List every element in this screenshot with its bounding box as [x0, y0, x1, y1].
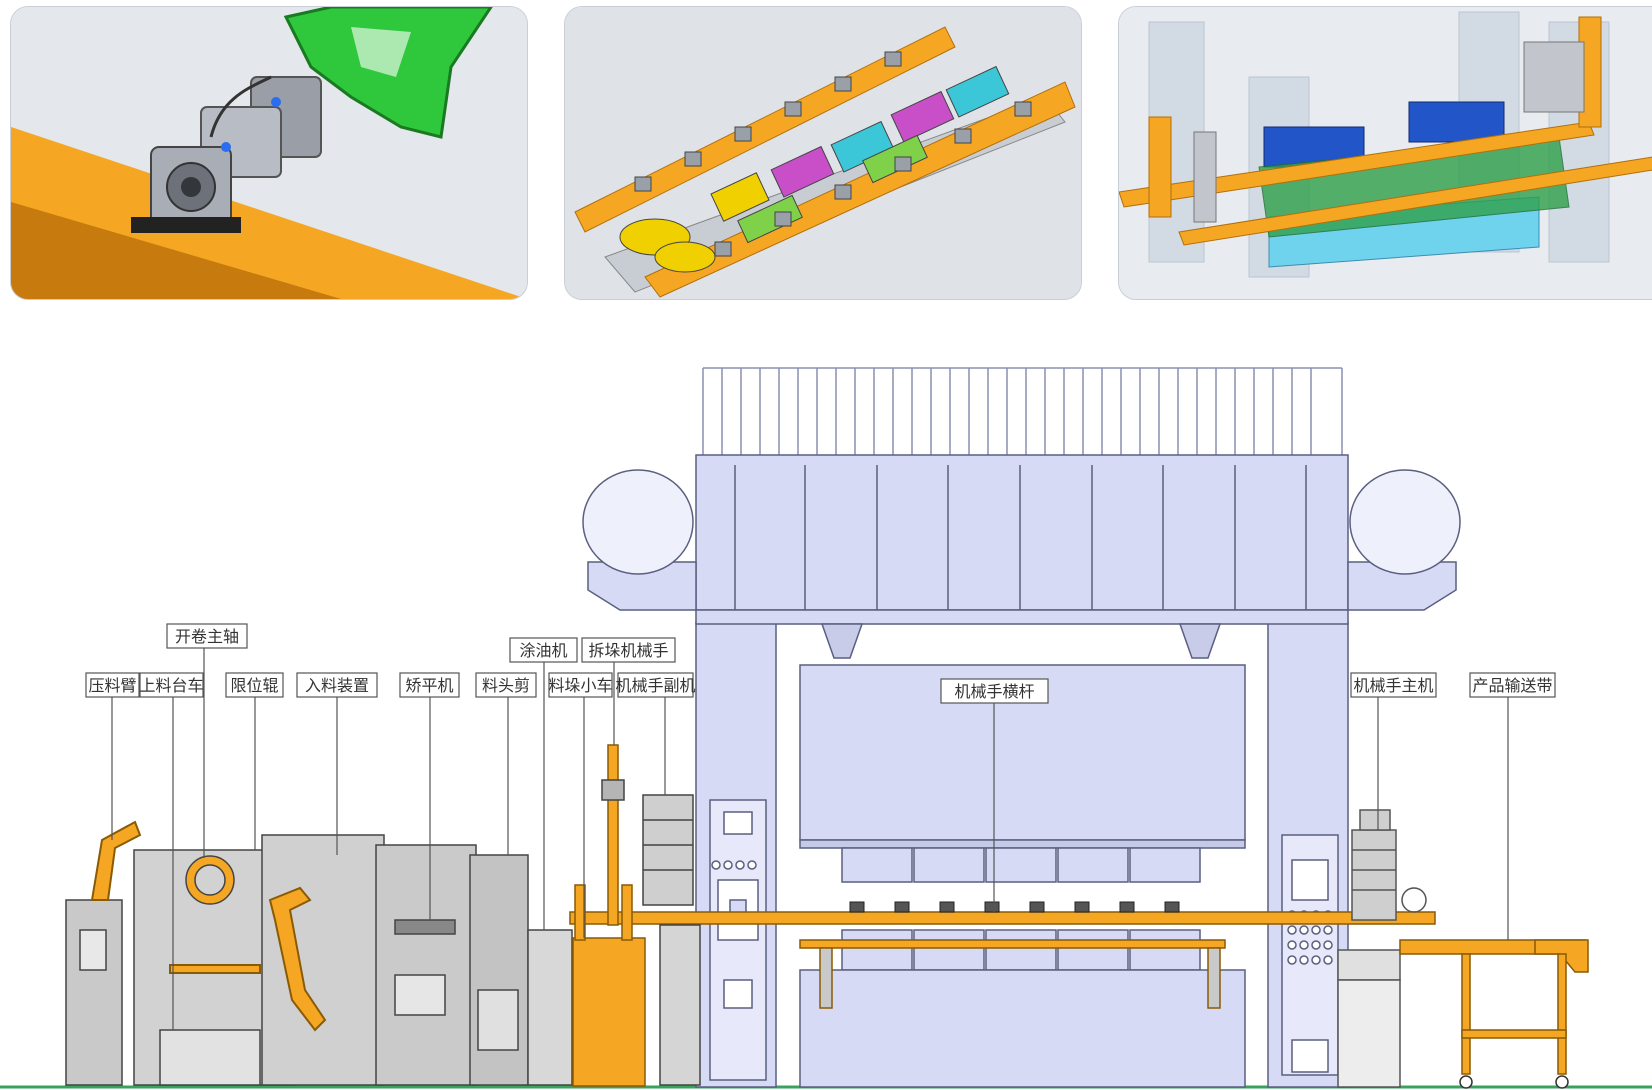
production-line-diagram: 压料臂 上料台车 开卷主轴 限位辊 入料装置 矫平机 料头剪 涂油机 料垛小车 …	[0, 300, 1652, 1090]
crossbar-grippers	[849, 901, 1180, 913]
render-gripper-closeup	[10, 6, 528, 300]
label-product-conveyor: 产品输送带	[1472, 676, 1552, 695]
product-conveyor	[1399, 939, 1589, 1089]
robot-main-unit	[1337, 809, 1427, 1088]
label-destacker-robot: 拆垛机械手	[588, 641, 668, 660]
transfer-crossbar	[569, 911, 1436, 1009]
label-straightener: 矫平机	[405, 676, 453, 695]
label-head-shear: 料头剪	[482, 676, 530, 695]
press-machine	[582, 454, 1461, 1088]
label-robot-secondary: 机械手副机	[615, 676, 695, 695]
label-uncoiler-spindle: 开卷主轴	[175, 627, 239, 646]
label-robot-crossbar: 机械手横杆	[954, 682, 1034, 701]
label-oiler: 涂油机	[519, 641, 567, 660]
coil-line-orange-arms	[90, 820, 327, 1032]
label-stack-cart: 料垛小车	[548, 676, 612, 695]
render-transfer-system-in-press	[1118, 6, 1652, 300]
label-robot-main: 机械手主机	[1353, 676, 1433, 695]
render-crossbar-tooling-top	[564, 6, 1082, 300]
press-top-rods	[702, 367, 1343, 455]
label-loading-cart: 上料台车	[139, 676, 203, 695]
label-feed-device: 入料装置	[305, 676, 369, 695]
label-press-arm: 压料臂	[88, 676, 136, 695]
label-callouts	[85, 623, 1556, 1030]
label-limit-roller: 限位辊	[230, 676, 278, 695]
coil-line-machines	[65, 744, 701, 1087]
